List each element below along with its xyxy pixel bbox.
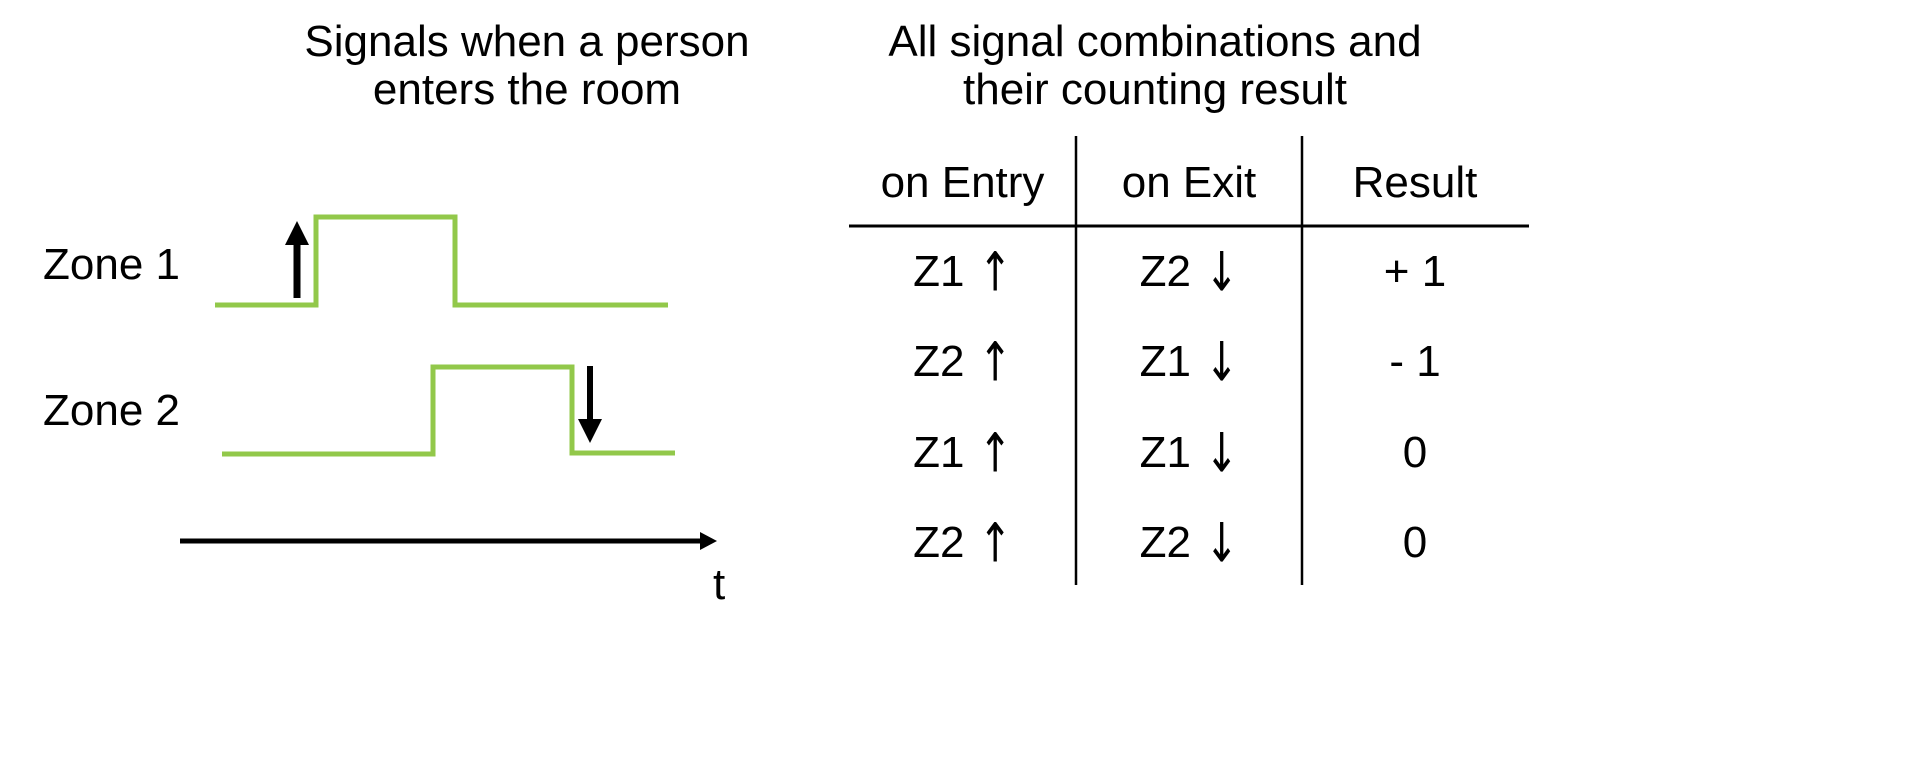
- table-grid-lines: [849, 136, 1529, 585]
- exit-zone: Z2: [1139, 247, 1191, 296]
- table-header-on-exit: on Exit: [1121, 158, 1257, 207]
- left-title-line2: enters the room: [372, 65, 682, 114]
- time-axis-label: t: [713, 560, 726, 609]
- down-arrow-icon: ↓: [1204, 331, 1239, 395]
- table-row-3-result: 0: [1402, 428, 1428, 477]
- down-arrow-icon: ↓: [1204, 241, 1239, 305]
- table-row-2-result: - 1: [1389, 337, 1441, 386]
- table-row-3-entry: Z1 ↑: [849, 423, 1076, 485]
- right-title-line1: All signal combinations and: [888, 17, 1422, 66]
- right-title-line2: their counting result: [963, 65, 1347, 114]
- up-arrow-icon: ↑: [978, 331, 1012, 395]
- down-arrow-icon: ↓: [1204, 422, 1239, 486]
- up-arrow-icon: ↑: [978, 512, 1012, 576]
- exit-zone: Z1: [1139, 428, 1191, 477]
- zone-2-signal-trace: [222, 364, 675, 457]
- entry-zone: Z1: [913, 428, 965, 477]
- table-row-1-exit: Z2 ↓: [1076, 242, 1302, 304]
- down-arrow-icon: ↓: [1204, 512, 1239, 576]
- table-row-1-result: + 1: [1383, 247, 1447, 296]
- zone-2-label: Zone 2: [43, 386, 180, 435]
- table-row-2-entry: Z2 ↑: [849, 332, 1076, 394]
- table-row-4-result: 0: [1402, 518, 1428, 567]
- entry-zone: Z1: [913, 247, 965, 296]
- table-header-result: Result: [1352, 158, 1478, 207]
- table-row-3-exit: Z1 ↓: [1076, 423, 1302, 485]
- zone-1-signal-trace: [215, 214, 668, 308]
- up-arrow-icon: ↑: [978, 241, 1012, 305]
- zone-1-label: Zone 1: [43, 240, 180, 289]
- left-title-line1: Signals when a person: [304, 17, 750, 66]
- table-row-4-entry: Z2 ↑: [849, 513, 1076, 575]
- exit-zone: Z2: [1139, 518, 1191, 567]
- table-row-2-exit: Z1 ↓: [1076, 332, 1302, 394]
- falling-edge-arrow-icon: [578, 366, 602, 443]
- time-axis-arrow-icon: [180, 532, 717, 550]
- table-row-1-entry: Z1 ↑: [849, 242, 1076, 304]
- up-arrow-icon: ↑: [978, 422, 1012, 486]
- rising-edge-arrow-icon: [285, 221, 309, 298]
- table-header-on-entry: on Entry: [880, 158, 1045, 207]
- exit-zone: Z1: [1139, 337, 1191, 386]
- entry-zone: Z2: [913, 518, 965, 567]
- table-row-4-exit: Z2 ↓: [1076, 513, 1302, 575]
- entry-zone: Z2: [913, 337, 965, 386]
